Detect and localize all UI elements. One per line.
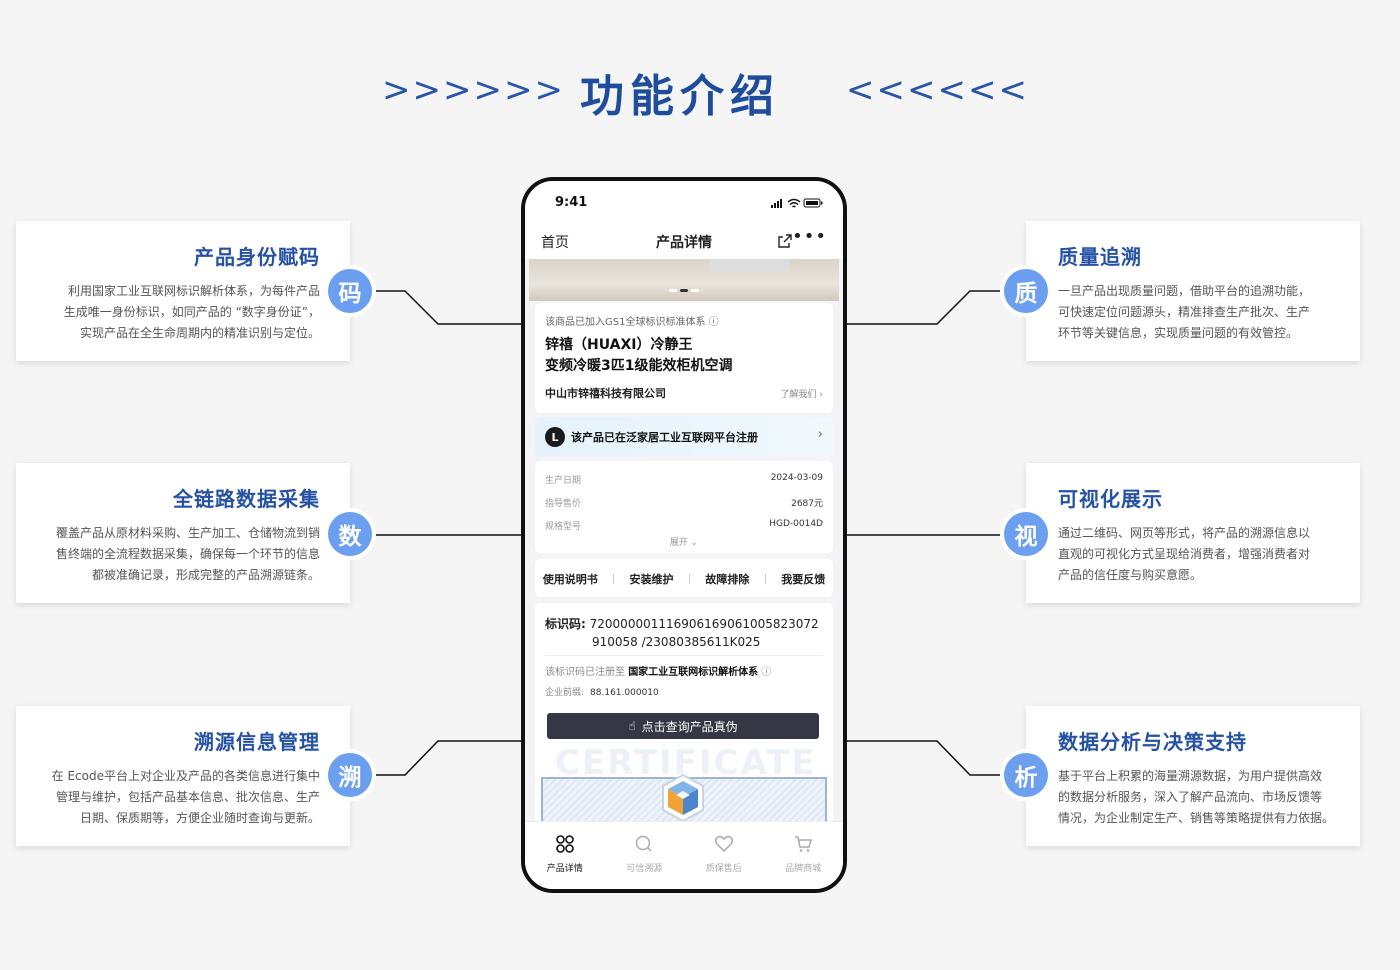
feature-card-source-management: 溯源信息管理 在 Ecode平台上对企业及产品的各类信息进行集中 管理与维护，包… [16,706,350,846]
feature-card-quality: 质量追溯 一旦产品出现质量问题，借助平台的追溯功能， 可快速定位问题源头，精准排… [1026,221,1360,361]
product-info-card: 该商品已加入GS1全球标识标准体系 ⓘ 锌禧（HUAXI）冷静王 变频冷暖3匹1… [535,303,833,413]
feature-title: 质量追溯 [1058,245,1142,269]
feature-desc: 覆盖产品从原材料采购、生产加工、仓储物流到销 售终端的全流程数据采集，确保每一个… [55,526,320,582]
feature-card-identity: 产品身份赋码 利用国家工业互联网标识解析体系，为每件产品 生成唯一身份标识，如同… [16,221,350,361]
gs1-note: 该商品已加入GS1全球标识标准体系 ⓘ [545,317,719,328]
product-banner-image [529,259,839,301]
registration-text: 该产品已在泛家居工业互联网平台注册 [571,431,758,444]
info-icon[interactable]: ⓘ [708,317,719,328]
divider [545,655,823,656]
chevron-right-icon: › [817,427,823,442]
grid-icon [555,835,574,853]
cube-seal-icon [662,773,704,823]
tab-divider [764,574,766,584]
badge-visual-icon: 视 [1004,512,1048,556]
navbar-title: 产品详情 [656,235,712,251]
header-arrows-right: <<<<<< [846,70,1029,110]
badge-analysis-icon: 析 [1004,753,1048,797]
connector-source [371,740,521,776]
nav-brand-store[interactable]: 品牌商城 [768,834,838,889]
heart-icon [714,835,733,853]
feature-title: 全链路数据采集 [173,487,320,511]
connector-quality [847,290,1005,325]
platform-logo-icon: L [545,427,565,447]
feature-title: 产品身份赋码 [194,245,320,269]
phone-mockup: 9:41 首页 产品详情 ••• 该商品已加入GS1全球标识标准体系 ⓘ [521,177,847,893]
more-icon[interactable]: ••• [792,226,827,247]
identifier-code: 标识码: 720000001116906169061005823072 9100… [545,617,819,649]
header-arrows-left: >>>>>> [382,70,565,110]
badge-quality-icon: 质 [1004,269,1048,313]
feature-card-analysis: 数据分析与决策支持 基于平台上积累的海量溯源数据，为用户提供高效 的数据分析服务… [1026,706,1360,846]
cart-icon [795,836,813,852]
badge-data-icon: 数 [328,512,372,556]
status-time: 9:41 [555,195,588,210]
signal-battery-icon [771,198,823,208]
tab-divider [613,574,615,584]
certificate-image: CERTIFICATE [541,743,827,827]
page-title: 功能介绍 [580,71,780,122]
feature-title: 可视化展示 [1058,487,1163,511]
feature-desc: 利用国家工业互联网标识解析体系，为每件产品 生成唯一身份标识，如同产品的 “数字… [63,284,320,340]
feature-desc: 通过二维码、网页等形式，将产品的溯源信息以 直观的可视化方式呈现给消费者，增强消… [1058,526,1311,582]
identifier-card: 标识码: 720000001116906169061005823072 9100… [535,603,833,827]
nav-warranty[interactable]: 质保售后 [689,834,759,889]
tab-installation[interactable]: 安装维护 [629,573,674,586]
connector-identity [371,290,521,325]
app-navbar: 首页 产品详情 ••• [525,221,843,259]
home-link[interactable]: 首页 [541,235,569,251]
tab-divider [688,574,690,584]
info-icon[interactable]: ⓘ [761,667,772,678]
feature-card-collection: 全链路数据采集 覆盖产品从原材料采购、生产加工、仓储物流到销 售终端的全流程数据… [16,463,350,603]
about-us-link[interactable]: 了解我们 › [780,390,823,400]
registry-note: 该标识码已注册至 国家工业互联网标识解析体系 ⓘ [545,667,772,678]
feature-card-visual: 可视化展示 通过二维码、网页等形式，将产品的溯源信息以 直观的可视化方式呈现给消… [1026,463,1360,603]
share-icon[interactable] [777,233,793,249]
tab-manual[interactable]: 使用说明书 [542,573,598,586]
feature-desc: 基于平台上积累的海量溯源数据，为用户提供高效 的数据分析服务，深入了解产品流向、… [1058,769,1335,825]
nav-trusted-trace[interactable]: 可信溯源 [609,834,679,889]
carousel-dots[interactable] [669,289,699,293]
tab-troubleshooting[interactable]: 故障排除 [705,573,750,586]
tap-hand-icon: ☝ [628,719,636,733]
service-tabs-card: 使用说明书 安装维护 故障排除 我要反馈 [535,559,833,597]
bottom-navigation: 产品详情 可信溯源 质保售后 品牌商城 [525,821,843,889]
tab-feedback[interactable]: 我要反馈 [781,573,826,586]
badge-trace-icon: 溯 [328,753,372,797]
enterprise-prefix: 企业前缀:88.161.000010 [545,688,659,698]
verify-authenticity-button[interactable]: ☝ 点击查询产品真伪 [547,713,819,739]
expand-button[interactable]: 展开 ⌄ [669,538,699,548]
section-header: >>>>>> 功能介绍 <<<<<< [0,60,1400,130]
feature-title: 溯源信息管理 [194,730,320,754]
product-name: 锌禧（HUAXI）冷静王 变频冷暖3匹1级能效柜机空调 [545,337,733,374]
connector-analysis [847,740,1005,776]
platform-registration-banner[interactable]: L 该产品已在泛家居工业互联网平台注册 › [535,417,833,457]
status-bar: 9:41 [525,181,843,221]
feature-desc: 在 Ecode平台上对企业及产品的各类信息进行集中 管理与维护，包括产品基本信息… [51,769,320,825]
product-device-image [709,259,789,271]
badge-code-icon: 码 [328,269,372,313]
trace-icon [636,835,652,852]
feature-desc: 一旦产品出现质量问题，借助平台的追溯功能， 可快速定位问题源头，精准排查生产批次… [1058,284,1311,340]
feature-title: 数据分析与决策支持 [1058,730,1247,754]
nav-product-details[interactable]: 产品详情 [530,834,600,889]
company-name: 中山市锌禧科技有限公司 [545,387,666,400]
